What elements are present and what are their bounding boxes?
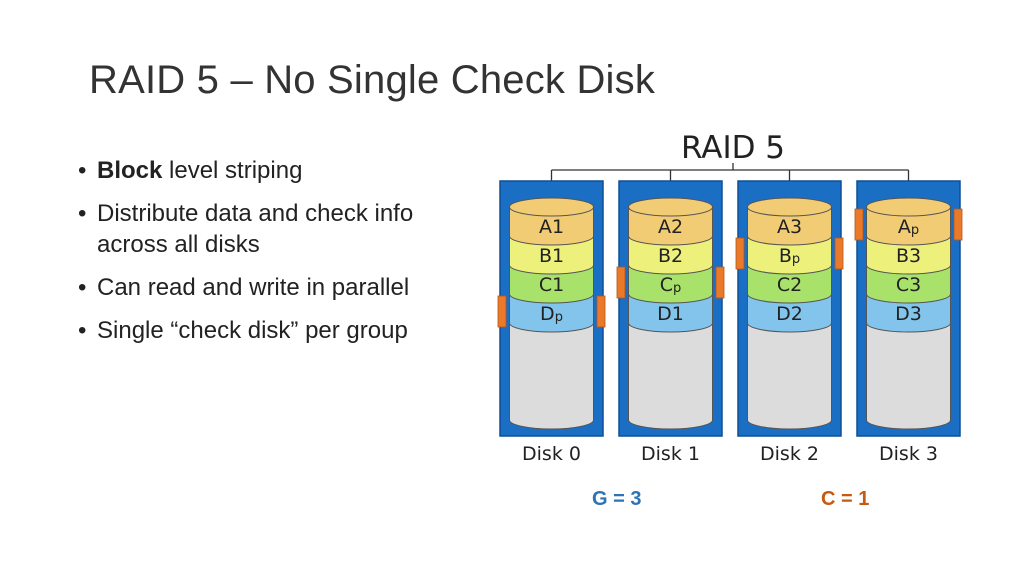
disk-label: Disk 3 (879, 443, 938, 465)
block-segment (866, 235, 951, 275)
bullet-list: • Block level striping • Distribute data a… (74, 155, 484, 358)
bullet-text: Distribute data and check info across al… (97, 200, 414, 258)
block-label: C3 (896, 274, 921, 296)
block-label: B1 (539, 245, 564, 267)
block-segment (509, 264, 594, 304)
block-label: D1 (657, 303, 684, 325)
block-segment (747, 293, 832, 333)
block-segment (747, 235, 832, 275)
slide-title: RAID 5 – No Single Check Disk (89, 58, 656, 102)
block-label: C2 (777, 274, 802, 296)
disk-body (747, 322, 832, 430)
block-segment (628, 206, 713, 246)
parity-subscript: p (555, 310, 563, 325)
parity-marker (834, 237, 844, 270)
disk-label: Disk 1 (641, 443, 700, 465)
block-segment (509, 293, 594, 333)
parity-subscript: p (911, 223, 919, 238)
block-label: B3 (896, 245, 921, 267)
block-label: A3 (777, 216, 802, 238)
check-count-label: C = 1 (821, 488, 870, 510)
block-segment (866, 293, 951, 333)
disk-top-cap (628, 197, 713, 217)
bullet-dot: • (78, 317, 87, 344)
block-label: D3 (895, 303, 922, 325)
parity-marker (854, 208, 864, 241)
block-segment (628, 264, 713, 304)
block-segment (866, 264, 951, 304)
block-segment (747, 264, 832, 304)
parity-marker (715, 266, 725, 299)
block-segment (509, 206, 594, 246)
disk-label: Disk 0 (522, 443, 581, 465)
block-label: D2 (776, 303, 803, 325)
block-label: A2 (658, 216, 683, 238)
bullet-item: • Distribute data and check info across a… (74, 198, 484, 260)
bullet-item: • Can read and write in parallel (74, 272, 484, 303)
bullet-text: Single “check disk” per group (97, 317, 408, 344)
disk-body (866, 322, 951, 430)
parity-marker (953, 208, 963, 241)
block-segment (866, 206, 951, 246)
bullet-dot: • (78, 157, 87, 184)
bullet-text: Can read and write in parallel (97, 274, 410, 301)
parity-marker (735, 237, 745, 270)
disk-top-cap (866, 197, 951, 217)
disk-body (628, 322, 713, 430)
diagram-heading: RAID 5 (681, 130, 785, 166)
group-size-label: G = 3 (592, 488, 642, 510)
disk-top-cap (509, 197, 594, 217)
block-segment (628, 235, 713, 275)
block-label: B2 (658, 245, 683, 267)
parity-subscript: p (673, 281, 681, 296)
parity-subscript: p (792, 252, 800, 267)
bullet-dot: • (78, 274, 87, 301)
parity-marker (616, 266, 626, 299)
disk-label: Disk 2 (760, 443, 819, 465)
block-segment (628, 293, 713, 333)
parity-marker (596, 295, 606, 328)
bullet-item: • Block level striping (74, 155, 484, 186)
bullet-text: level striping (162, 157, 303, 184)
connector-lines (550, 163, 910, 196)
disk-body (509, 322, 594, 430)
block-label: A1 (539, 216, 564, 238)
bullet-bold: Block (97, 157, 163, 184)
disk-top-cap (747, 197, 832, 217)
bullet-item: • Single “check disk” per group (74, 315, 484, 346)
parity-marker (497, 295, 507, 328)
bullet-dot: • (78, 200, 87, 227)
block-segment (509, 235, 594, 275)
block-segment (747, 206, 832, 246)
block-label: C1 (539, 274, 564, 296)
